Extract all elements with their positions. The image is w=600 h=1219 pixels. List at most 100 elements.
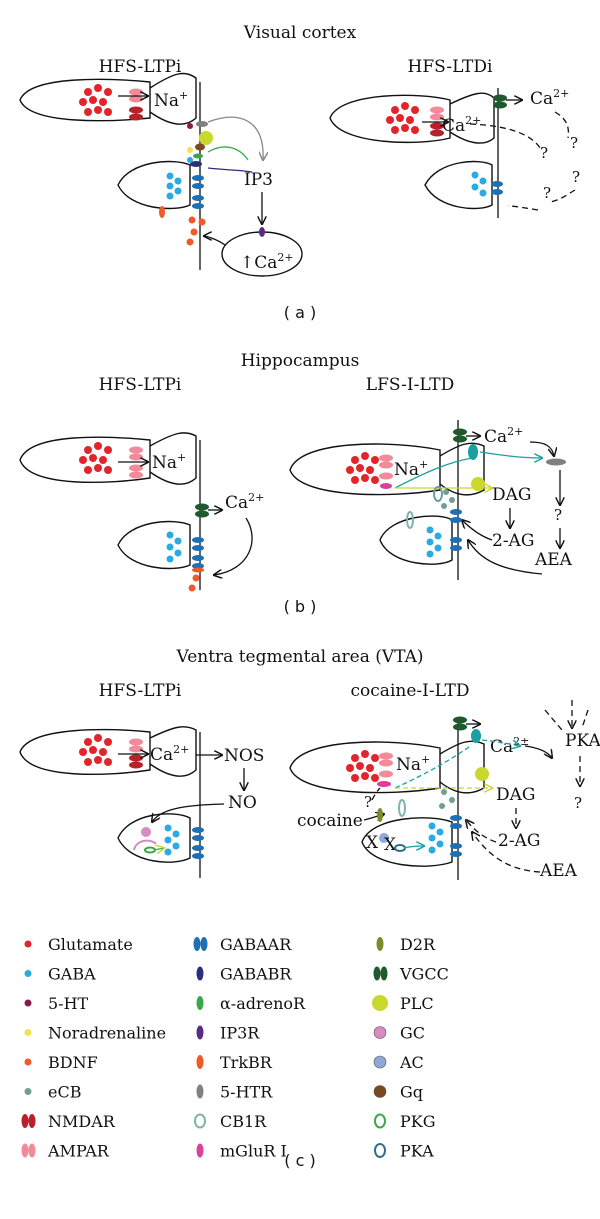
legend-item-gq: Gq: [373, 1083, 423, 1102]
legend-label: Glutamate: [48, 935, 133, 954]
legend-label: 5-HT: [48, 994, 89, 1013]
legend-symbol: [372, 995, 388, 1011]
section-a-title: Visual cortex: [243, 23, 357, 43]
presynaptic-terminal: [19, 78, 151, 122]
gaba-vesicles-r: [471, 171, 487, 197]
legend-item-gaba: GABA: [24, 965, 96, 984]
legend-symbol: [373, 1026, 387, 1039]
legend-label: Gq: [400, 1083, 423, 1102]
no-label: NO: [228, 793, 257, 813]
legend-symbol: [24, 940, 32, 948]
section-a: Visual cortex HFS-LTPi HFS-LTDi Na+: [19, 23, 580, 322]
legend-symbol: [374, 1113, 386, 1129]
ca-label-r2: Ca2+: [530, 87, 569, 109]
ca-store-label: ↑Ca2+: [240, 251, 294, 273]
caption-c: ( c ): [284, 1151, 315, 1170]
legend-item-d2r: D2R: [376, 935, 436, 954]
vgcc-r: [493, 94, 507, 102]
svg-text:Ca2+: Ca2+: [225, 491, 264, 513]
postsynaptic-spine: [149, 72, 197, 125]
section-b-left-title: HFS-LTPi: [99, 375, 182, 395]
legend-label: AMPAR: [47, 1142, 110, 1161]
legend-label: α-adrenoR: [220, 994, 306, 1013]
ca-bdnf-arrow: [204, 236, 226, 246]
legend-label: GABA: [48, 965, 96, 984]
legend-label: 5-HTR: [220, 1083, 273, 1102]
legend-symbol: [373, 966, 388, 981]
legend-label: TrkBR: [220, 1053, 273, 1072]
question-3: ?: [572, 168, 580, 186]
svg-text:Ca2±: Ca2±: [490, 735, 529, 757]
section-a-right-title: HFS-LTDi: [408, 57, 494, 77]
legend-label: PLC: [400, 994, 434, 1013]
x-label-2: X: [384, 835, 397, 855]
pka-label-c: PKA: [565, 731, 600, 751]
legend-symbol: [196, 966, 204, 981]
legend-symbol: [24, 1058, 32, 1066]
section-c: Ventra tegmental area (VTA) HFS-LTPi coc…: [19, 647, 600, 881]
receptor-stack: [159, 121, 265, 246]
legend-label: PKA: [400, 1142, 434, 1161]
legend-item-pkg: PKG: [374, 1112, 436, 1131]
legend-label: GC: [400, 1024, 425, 1043]
x-label-1: X: [366, 833, 379, 853]
legend-label: Noradrenaline: [48, 1024, 166, 1043]
ampar-r: [430, 106, 444, 114]
gaba-terminal: [117, 160, 191, 210]
legend-item-plc: PLC: [372, 994, 434, 1013]
legend-symbol: [21, 1114, 36, 1128]
legend-symbol: [193, 937, 208, 951]
legend-symbol: [24, 1088, 32, 1095]
two-ag-label-b: 2-AG: [492, 531, 534, 551]
gq-arrow: [207, 116, 263, 160]
legend-label: mGluR I: [220, 1142, 287, 1161]
svg-text:?: ?: [554, 506, 562, 524]
glutamate-vesicles-r: [386, 102, 419, 134]
legend-label: GABABR: [220, 965, 292, 984]
legend-symbol: [21, 1143, 36, 1158]
question-1: ?: [540, 144, 548, 162]
legend-label: PKG: [400, 1112, 436, 1131]
legend-item-nmdar: NMDAR: [21, 1112, 116, 1131]
adreno-arrow: [207, 146, 249, 161]
legend-item-gababr: GABABR: [196, 965, 292, 984]
ca-label-r1: Ca2+: [442, 114, 481, 136]
legend-item-adrenor: α-adrenoR: [196, 994, 306, 1013]
ampar-channel: [129, 88, 143, 103]
legend-label: NMDAR: [48, 1112, 116, 1131]
legend-item-gc: GC: [373, 1024, 425, 1043]
section-c-left-title: HFS-LTPi: [99, 681, 182, 701]
legend-item-ecb: eCB: [24, 1083, 81, 1102]
legend-label: IP3R: [220, 1024, 260, 1043]
gabab-arrow: [207, 167, 253, 173]
question-2: ?: [570, 134, 578, 152]
legend-symbol: [194, 1113, 206, 1129]
legend-label: BDNF: [48, 1053, 98, 1072]
legend-symbol: [24, 999, 32, 1007]
postsynaptic-spine-r: [449, 92, 495, 144]
svg-text:Na+: Na+: [394, 458, 428, 480]
aea-label-b: AEA: [534, 550, 573, 570]
question-4: ?: [543, 184, 551, 202]
legend-label: VGCC: [399, 965, 449, 984]
legend-item-mglur-i: mGluR I: [196, 1142, 287, 1161]
svg-text:Na+: Na+: [152, 451, 186, 473]
gaba-terminal-r: [424, 160, 493, 210]
legend-label: eCB: [48, 1083, 81, 1102]
cocaine-label: cocaine: [297, 811, 363, 831]
na-label: Na+: [154, 89, 188, 111]
section-b: Hippocampus HFS-LTPi LFS-I-LTD Na+ Ca2+: [19, 351, 573, 616]
legend-item-bdnf: BDNF: [24, 1053, 98, 1072]
legend-symbol: [196, 1025, 204, 1040]
svg-text:?: ?: [364, 793, 372, 811]
legend-item-5-ht: 5-HT: [24, 994, 89, 1013]
legend-label: GABAAR: [220, 935, 292, 954]
section-c-right-title: cocaine-I-LTD: [351, 681, 470, 701]
legend-label: AC: [399, 1053, 424, 1072]
legend-item-pka: PKA: [374, 1142, 434, 1161]
legend-symbol: [374, 1143, 386, 1158]
legend-item-gabaar: GABAAR: [193, 935, 292, 954]
legend-item-ampar: AMPAR: [21, 1142, 110, 1161]
